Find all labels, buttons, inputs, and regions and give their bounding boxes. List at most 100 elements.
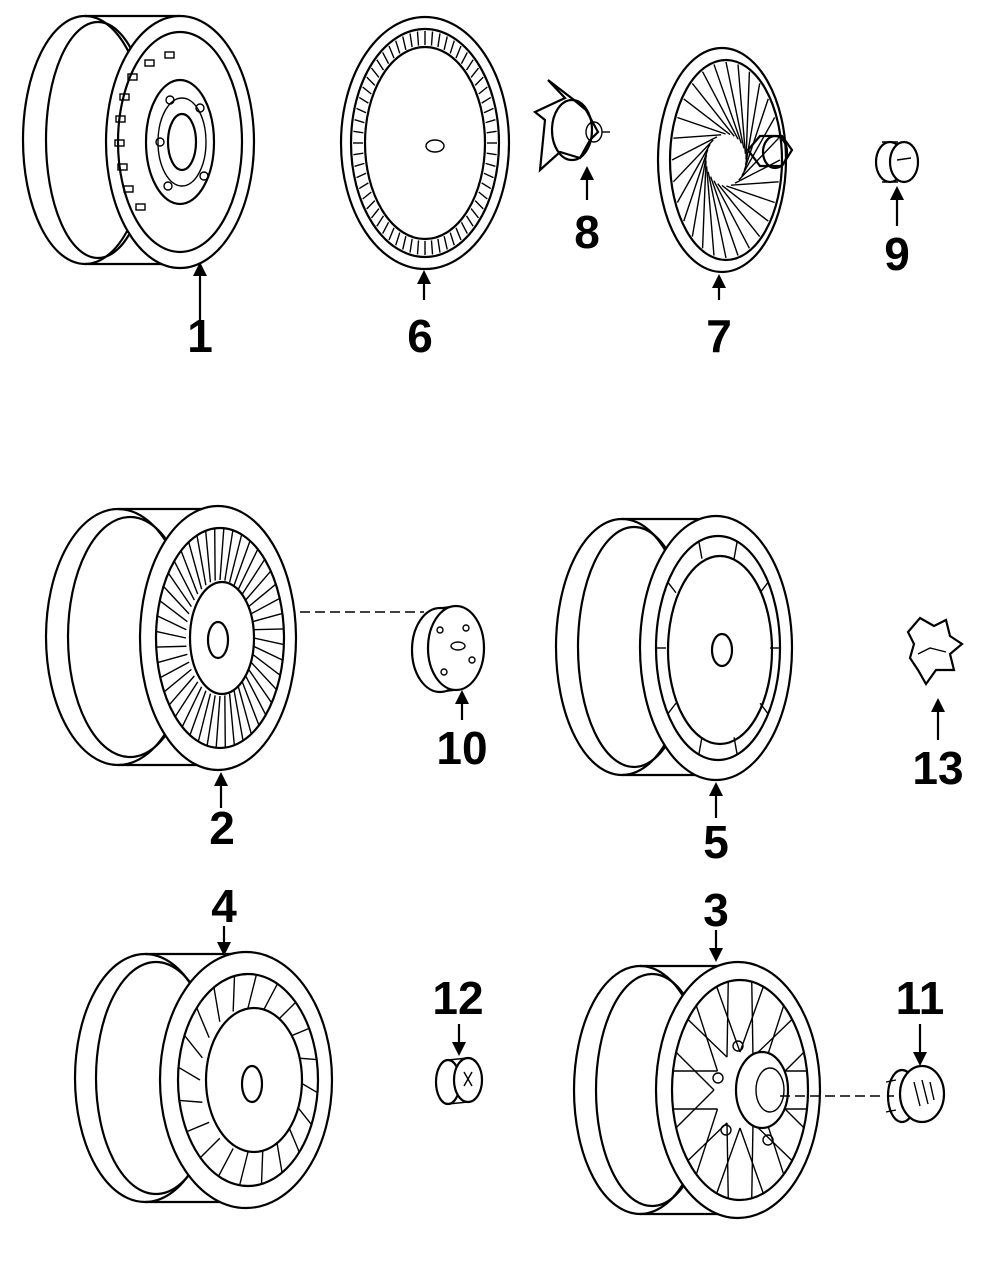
detail-stroke [183,1034,203,1059]
detail-stroke [382,52,390,65]
detail-stroke [717,183,761,238]
part-number-6: 6 [407,310,433,362]
detail-stroke [388,227,395,241]
detail-stroke [248,583,277,608]
detail-stroke [701,71,739,140]
detail-stroke [698,541,703,559]
detail-stroke [188,541,203,590]
detail-stroke [673,134,722,139]
detail-stroke [667,581,677,594]
detail-stroke [470,208,480,219]
detail-stroke [168,675,195,706]
detail-stroke [485,162,496,167]
detail-stroke [366,76,376,86]
detail-stroke [245,675,267,716]
detail-stroke [745,71,751,160]
hub-spinner-icon [532,79,610,173]
detail-stroke [155,630,187,639]
star-cap-icon [906,616,964,687]
detail-stroke [156,645,187,648]
detail-stroke [675,1089,715,1129]
detail-stroke [725,61,745,149]
detail-stroke [228,534,243,583]
detail-stroke [250,661,278,691]
detail-stroke [376,59,385,71]
small-cap-icon [434,1056,484,1106]
detail-stroke [199,1137,221,1159]
detail-stroke [738,137,780,181]
detail-stroke [683,98,731,136]
emblem-cap-icon [885,1064,946,1124]
detail-stroke [730,181,779,186]
part-number-8: 8 [574,206,600,258]
detail-stroke [217,1148,234,1177]
center-cap-icon [874,140,920,184]
detail-stroke [465,215,474,227]
detail-stroke [486,152,497,156]
detail-stroke [356,172,367,179]
part-number-2: 2 [209,802,235,854]
detail-stroke [672,139,714,183]
detail-stroke [691,82,735,137]
detail-stroke [382,221,390,234]
part-number-11: 11 [896,972,945,1024]
detail-stroke [713,180,751,249]
detail-stroke [430,240,434,255]
part-number-12: 12 [432,972,483,1024]
detail-stroke [709,176,739,256]
detail-stroke [478,191,488,200]
detail-stroke [759,702,769,715]
detail-stroke [485,119,496,124]
detail-stroke [483,107,494,114]
detail-stroke [253,645,283,661]
detail-stroke [739,1127,764,1194]
part-number-10: 10 [436,722,487,774]
detail-stroke [241,681,260,726]
detail-stroke [734,159,781,184]
slotted-wheel-icon [554,514,794,782]
detail-stroke [474,76,484,86]
detail-stroke [683,149,709,222]
detail-stroke [676,143,711,203]
detail-stroke [460,221,468,234]
wire-wheel-cover-icon [656,46,794,274]
part-number-7: 7 [706,310,732,362]
detail-stroke [248,668,273,704]
detail-stroke [250,597,281,615]
detail-stroke [159,600,188,623]
detail-stroke [370,67,380,78]
part-number-3: 3 [703,884,729,936]
detail-stroke [460,52,468,65]
detail-stroke [353,130,364,134]
detail-stroke [691,154,708,237]
detail-stroke [667,702,677,715]
detail-stroke [224,530,234,581]
detail-stroke [233,540,251,586]
detail-stroke [252,612,283,623]
detail-stroke [409,238,413,253]
detail-stroke [486,130,497,134]
hub-cap-icon [410,604,486,694]
detail-stroke [481,182,492,190]
detail-stroke [455,45,462,59]
detail-stroke [186,1121,210,1133]
lattice-wheel-icon [572,960,822,1220]
detail-stroke [743,98,769,171]
detail-stroke [739,986,764,1053]
detail-stroke [253,637,285,646]
detail-stroke [370,208,380,219]
detail-stroke [395,40,401,54]
detail-stroke [721,184,769,222]
detail-stroke [159,661,190,679]
detail-stroke [402,36,407,50]
turbine-wheel-icon [44,504,298,772]
detail-stroke [247,974,258,1009]
part-number-13: 13 [912,742,963,794]
part-number-9: 9 [884,228,910,280]
detail-stroke [241,558,266,595]
detail-stroke [695,1108,719,1175]
detail-stroke [238,1151,249,1186]
detail-stroke [474,200,484,210]
detail-stroke [354,162,365,167]
